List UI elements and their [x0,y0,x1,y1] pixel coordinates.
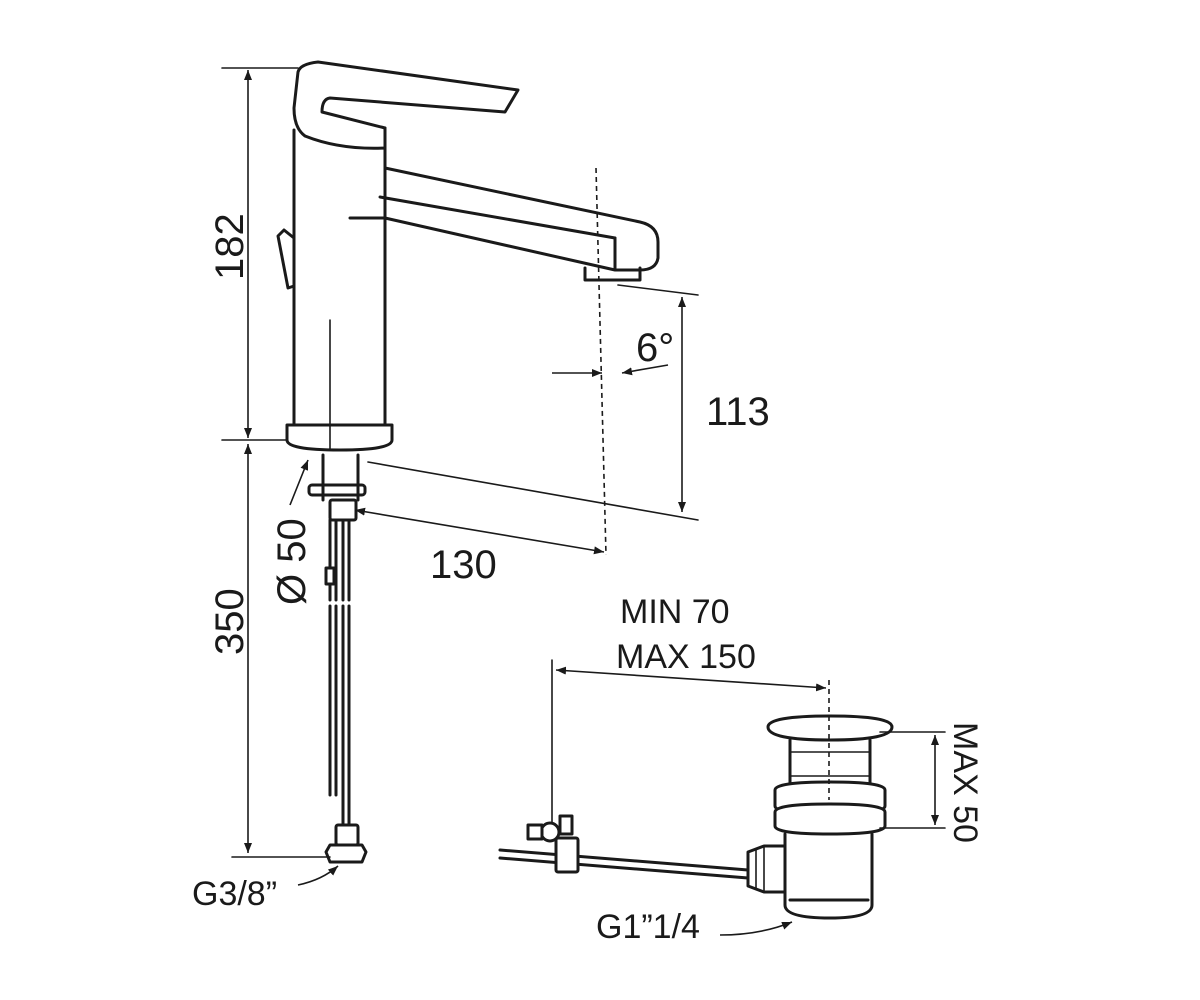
waste-cap [766,714,894,742]
faucet-dimensions [221,67,699,886]
label-supply-thread: G3/8” [192,875,277,913]
faucet-body [292,126,387,427]
label-height-spout: 182 [208,213,252,280]
waste-thread-rings [773,780,887,836]
label-pop-up-max: MAX 150 [616,638,756,676]
pop-up-knob [276,228,296,290]
label-spout-reach: 130 [430,543,497,587]
lever-handle [292,60,520,150]
waste-side-nut [746,844,787,894]
waste-drawing [498,659,894,920]
label-waste-height: MAX 50 [946,722,984,843]
label-spout-angle: 6° [636,326,674,370]
waste-body [783,832,874,920]
label-height-below-deck: 350 [208,588,252,655]
aerator [583,266,642,282]
waste-dimensions [555,666,946,936]
label-spout-clearance: 113 [706,390,770,434]
base-ring [285,423,394,452]
label-pop-up-min: MIN 70 [620,593,730,631]
supply-hoses [307,453,368,864]
faucet-drawing [276,60,660,864]
label-base-diameter: Ø 50 [270,518,314,605]
rod-clamp [526,814,580,874]
spout [383,166,660,272]
pop-up-rod [498,848,750,880]
label-waste-thread: G1”1/4 [596,908,700,946]
